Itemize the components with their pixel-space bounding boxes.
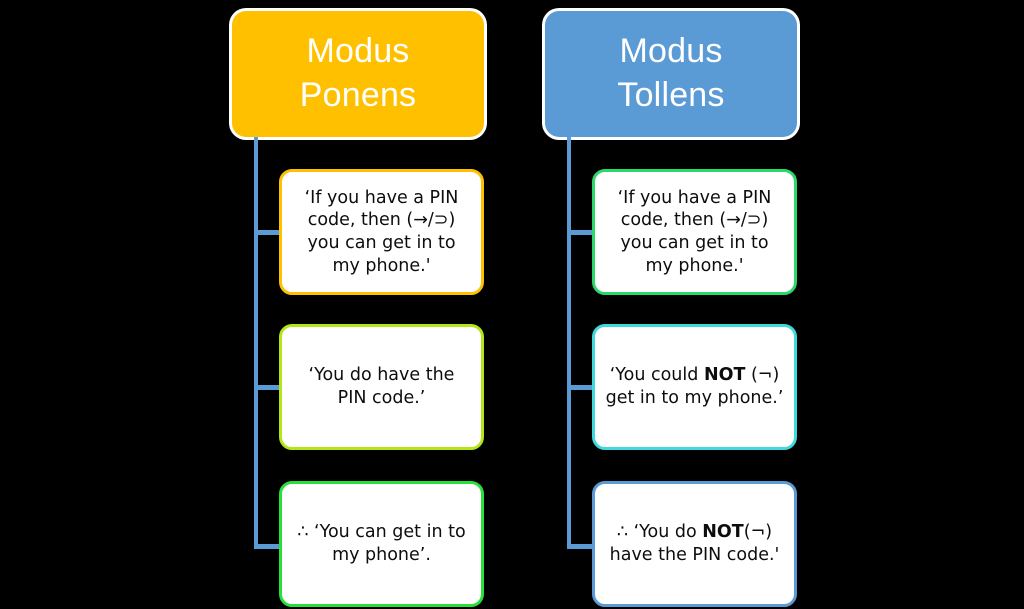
step-box-tollens-3: ∴ ‘You do NOT(¬) have the PIN code.' bbox=[592, 481, 797, 607]
step-text-post: (¬) have the PIN code.' bbox=[609, 522, 780, 565]
column-header-modus-ponens: Modus Ponens bbox=[232, 11, 484, 137]
step-box-tollens-1: ‘If you have a PIN code, then (→/⊃) you … bbox=[592, 169, 797, 295]
column-header-modus-tollens: Modus Tollens bbox=[545, 11, 797, 137]
step-text: ‘If you have a PIN code, then (→/⊃) you … bbox=[617, 187, 772, 276]
connector-stub-tollens-1 bbox=[567, 230, 594, 235]
step-text-emphasis: NOT bbox=[703, 365, 746, 386]
connector-stub-ponens-2 bbox=[254, 385, 281, 390]
step-text-pre: ‘You could bbox=[609, 365, 704, 386]
step-text-rich: ‘You could NOT (¬) get in to my phone.’ bbox=[605, 364, 784, 410]
connector-stub-tollens-2 bbox=[567, 385, 594, 390]
step-text-rich: ∴ ‘You do NOT(¬) have the PIN code.' bbox=[605, 521, 784, 567]
connector-stub-tollens-3 bbox=[567, 544, 594, 549]
header-line-1: Modus bbox=[619, 32, 723, 71]
step-text: ∴ ‘You can get in to my phone’. bbox=[297, 522, 466, 565]
step-text-pre: ∴ ‘You do bbox=[616, 522, 703, 543]
step-box-tollens-2: ‘You could NOT (¬) get in to my phone.’ bbox=[592, 324, 797, 450]
step-box-ponens-1: ‘If you have a PIN code, then (→/⊃) you … bbox=[279, 169, 484, 295]
connector-trunk-ponens bbox=[254, 137, 258, 549]
step-box-ponens-2: ‘You do have the PIN code.’ bbox=[279, 324, 484, 450]
step-text: ‘If you have a PIN code, then (→/⊃) you … bbox=[304, 187, 459, 276]
connector-stub-ponens-1 bbox=[254, 230, 281, 235]
header-line-2: Ponens bbox=[299, 76, 417, 114]
connector-stub-ponens-3 bbox=[254, 544, 281, 549]
step-text: ‘You do have the PIN code.’ bbox=[308, 365, 455, 408]
connector-trunk-tollens bbox=[567, 137, 571, 549]
step-text-emphasis: NOT bbox=[702, 522, 744, 543]
step-text-post: (¬) get in to my phone.’ bbox=[605, 365, 784, 408]
step-box-ponens-3: ∴ ‘You can get in to my phone’. bbox=[279, 481, 484, 607]
header-line-1: Modus bbox=[306, 32, 410, 71]
header-line-2: Tollens bbox=[617, 76, 725, 114]
